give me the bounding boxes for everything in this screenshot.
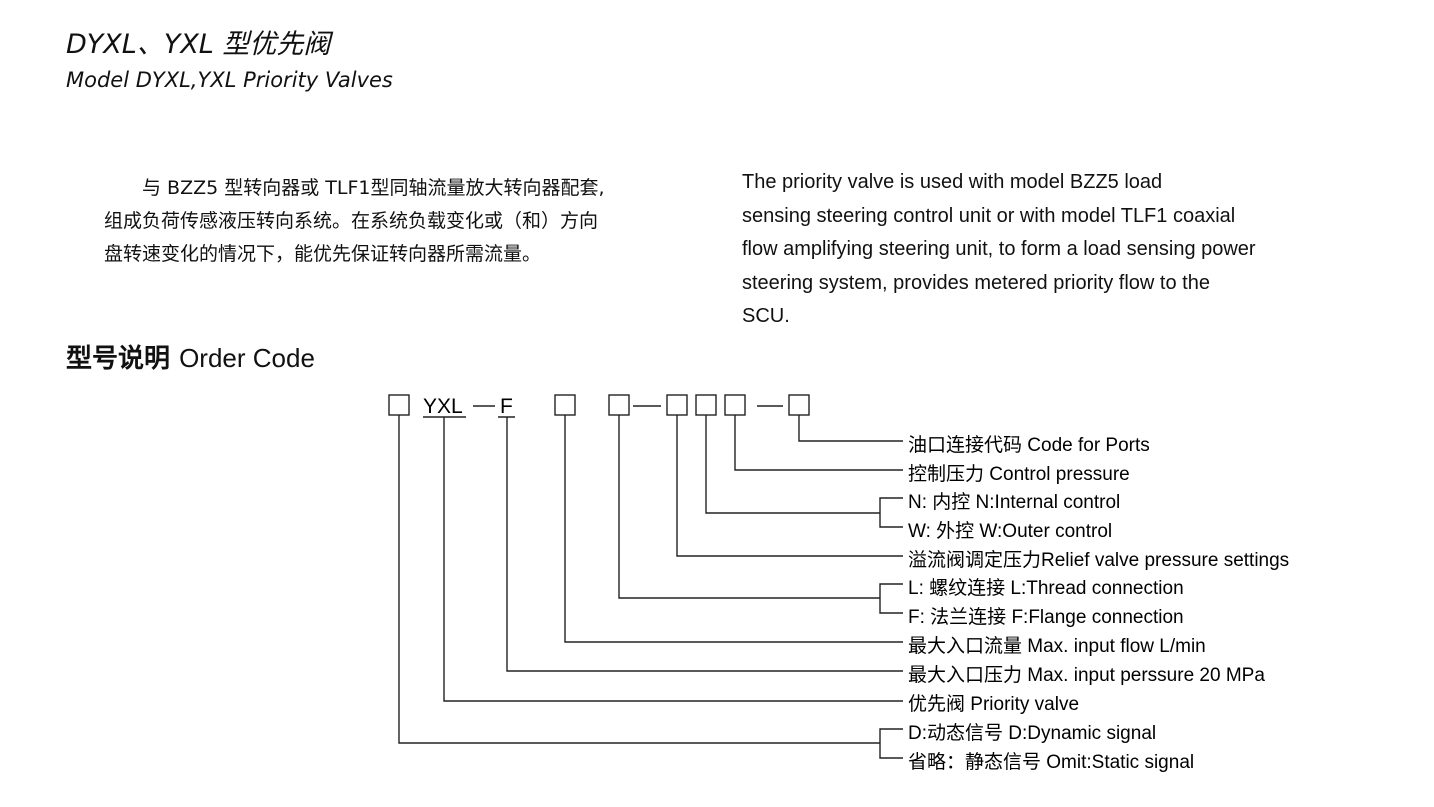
order-code-heading-en: Order Code <box>179 343 315 373</box>
page-title: DYXL、YXL 型优先阀 <box>66 29 331 60</box>
label-flange-connection: F: 法兰连接 F:Flange connection <box>908 606 1184 628</box>
label-max-input-pressure: 最大入口压力 Max. input perssure 20 MPa <box>908 664 1265 686</box>
label-relief-pressure: 溢流阀调定压力Relief valve pressure settings <box>908 549 1289 571</box>
label-internal-control: N: 内控 N:Internal control <box>908 491 1120 513</box>
leader-relief <box>676 415 903 557</box>
code-box-connection <box>608 394 630 416</box>
code-f: F <box>500 395 513 418</box>
bracket-control-type <box>879 497 903 528</box>
page-subtitle: Model DYXL,YXL Priority Valves <box>66 68 393 92</box>
order-code-heading: 型号说明 Order Code <box>66 338 315 375</box>
label-control-pressure: 控制压力 Control pressure <box>908 463 1130 485</box>
en-line-2: sensing steering control unit or with mo… <box>742 204 1236 227</box>
leader-control-pressure <box>734 415 903 471</box>
en-line-1: The priority valve is used with model BZ… <box>742 171 1163 193</box>
code-box-flow <box>554 394 576 416</box>
bracket-connection <box>879 583 903 614</box>
code-box-relief <box>666 394 688 416</box>
code-box-signal <box>388 394 410 416</box>
code-box-control-pressure <box>724 394 746 416</box>
leader-priority <box>443 417 903 702</box>
cn-line-3: 盘转速变化的情况下，能优先保证转向器所需流量。 <box>104 243 542 265</box>
label-max-input-flow: 最大入口流量 Max. input flow L/min <box>908 635 1206 657</box>
leader-ports <box>798 415 903 442</box>
label-dynamic-signal: D:动态信号 D:Dynamic signal <box>908 722 1156 744</box>
description-chinese: 与 BZZ5 型转向器或 TLF1型同轴流量放大转向器配套, 组成负荷传感液压转… <box>104 172 704 271</box>
leader-control-type <box>705 415 880 514</box>
code-yxl: YXL <box>423 395 463 418</box>
leader-pressure <box>506 417 903 672</box>
leader-flow <box>564 415 903 643</box>
label-static-signal: 省略：静态信号 Omit:Static signal <box>908 751 1194 773</box>
cn-line-2: 组成负荷传感液压转向系统。在系统负载变化或（和）方向 <box>104 210 599 232</box>
en-line-4: steering system, provides metered priori… <box>742 271 1210 294</box>
description-english: The priority valve is used with model BZ… <box>742 166 1256 334</box>
order-code-heading-cn: 型号说明 <box>66 344 171 374</box>
code-box-control-type <box>695 394 717 416</box>
label-thread-connection: L: 螺纹连接 L:Thread connection <box>908 577 1184 599</box>
en-line-3: flow amplifying steering unit, to form a… <box>742 238 1256 260</box>
leader-connection <box>618 415 880 599</box>
en-line-5: SCU. <box>742 305 790 327</box>
bracket-signal <box>879 728 903 759</box>
label-outer-control: W: 外控 W:Outer control <box>908 520 1112 542</box>
cn-line-1: 与 BZZ5 型转向器或 TLF1型同轴流量放大转向器配套, <box>142 177 605 199</box>
code-box-ports <box>788 394 810 416</box>
leader-signal <box>398 415 880 744</box>
label-priority-valve: 优先阀 Priority valve <box>908 693 1079 715</box>
label-ports: 油口连接代码 Code for Ports <box>908 434 1150 456</box>
